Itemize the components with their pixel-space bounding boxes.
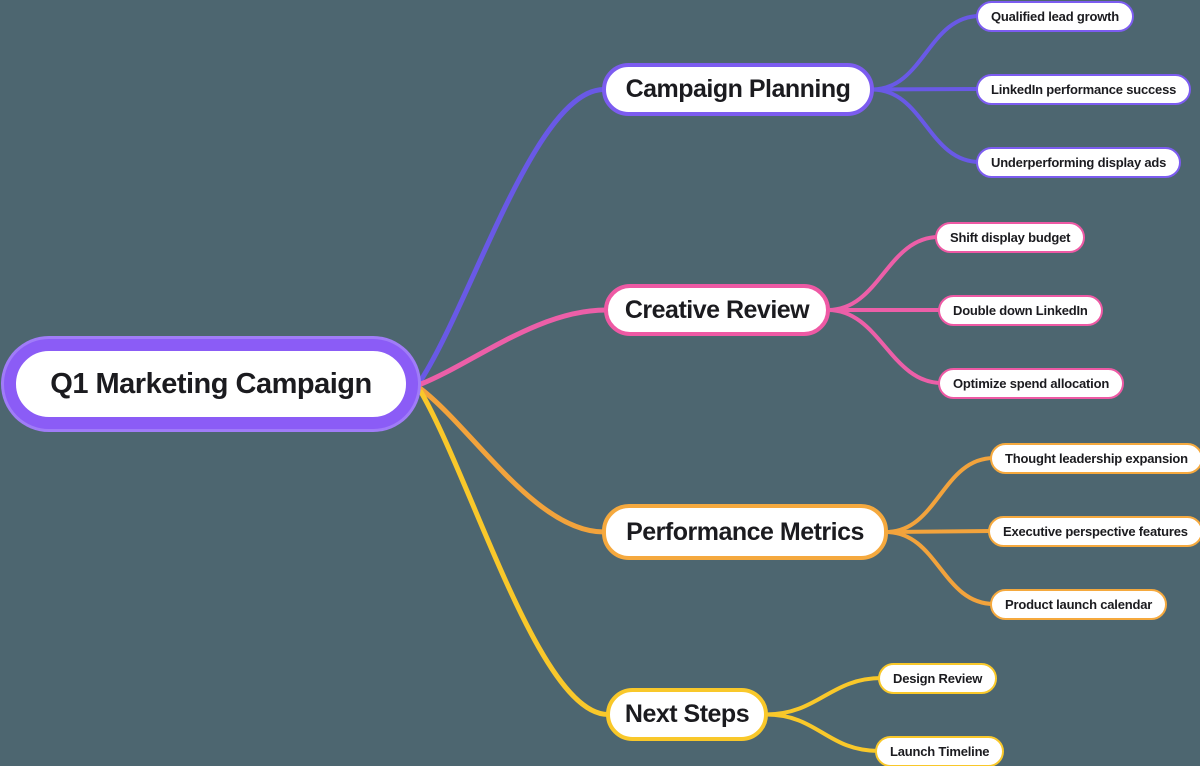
leaf-node-label: Optimize spend allocation	[953, 375, 1110, 391]
leaf-node-optimize-spend-allocation[interactable]: Optimize spend allocation	[938, 367, 1125, 399]
leaf-node-design-review[interactable]: Design Review	[878, 662, 998, 694]
leaf-node-double-down-linkedin[interactable]: Double down LinkedIn	[938, 294, 1103, 326]
connector-edge	[870, 14, 982, 92]
leaf-node-launch-timeline[interactable]: Launch Timeline	[875, 735, 1005, 766]
branch-node-next-steps[interactable]: Next Steps	[606, 688, 768, 741]
connector-edge	[884, 456, 996, 534]
root-node-label: Q1 Marketing Campaign	[50, 367, 372, 400]
connector-edge	[870, 87, 982, 164]
connector-edge	[418, 386, 607, 535]
branch-node-label: Next Steps	[624, 700, 750, 728]
leaf-node-shift-display-budget[interactable]: Shift display budget	[935, 221, 1086, 253]
connector-edge	[884, 530, 996, 606]
leaf-node-executive-perspective-features[interactable]: Executive perspective features	[988, 515, 1200, 547]
connector-edge	[418, 307, 609, 387]
leaf-node-label: Qualified lead growth	[991, 8, 1119, 24]
connector-edge	[764, 676, 884, 717]
connector-edge	[826, 235, 941, 312]
branch-node-label: Performance Metrics	[626, 517, 864, 546]
leaf-node-label: Executive perspective features	[1003, 523, 1188, 539]
leaf-node-underperforming-display-ads[interactable]: Underperforming display ads	[976, 146, 1182, 178]
leaf-node-label: Launch Timeline	[890, 743, 990, 759]
leaf-node-label: Product launch calendar	[1005, 596, 1153, 612]
leaf-node-label: Underperforming display ads	[991, 154, 1167, 170]
branch-node-label: Creative Review	[624, 295, 810, 324]
leaf-node-label: Design Review	[893, 670, 983, 686]
leaf-node-label: LinkedIn performance success	[991, 81, 1177, 97]
connector-edge	[764, 712, 881, 753]
leaf-node-product-launch-calendar[interactable]: Product launch calendar	[990, 588, 1168, 620]
leaf-node-label: Thought leadership expansion	[1005, 450, 1188, 466]
connector-edge	[418, 389, 611, 717]
leaf-node-qualified-lead-growth[interactable]: Qualified lead growth	[976, 0, 1134, 32]
connector-edge	[884, 529, 994, 534]
branch-node-campaign-planning[interactable]: Campaign Planning	[602, 63, 874, 116]
connector-edge	[418, 87, 607, 383]
root-node-q1-marketing-campaign[interactable]: Q1 Marketing Campaign	[4, 339, 418, 429]
branch-node-label: Campaign Planning	[625, 75, 851, 103]
connector-edge	[826, 308, 944, 385]
leaf-node-label: Double down LinkedIn	[953, 302, 1088, 318]
leaf-node-thought-leadership-expansion[interactable]: Thought leadership expansion	[990, 442, 1200, 474]
branch-node-performance-metrics[interactable]: Performance Metrics	[602, 504, 888, 560]
leaf-node-label: Shift display budget	[950, 229, 1071, 245]
leaf-node-linkedin-performance-success[interactable]: LinkedIn performance success	[976, 73, 1192, 105]
connector-edge	[870, 87, 982, 92]
branch-node-creative-review[interactable]: Creative Review	[604, 284, 830, 336]
